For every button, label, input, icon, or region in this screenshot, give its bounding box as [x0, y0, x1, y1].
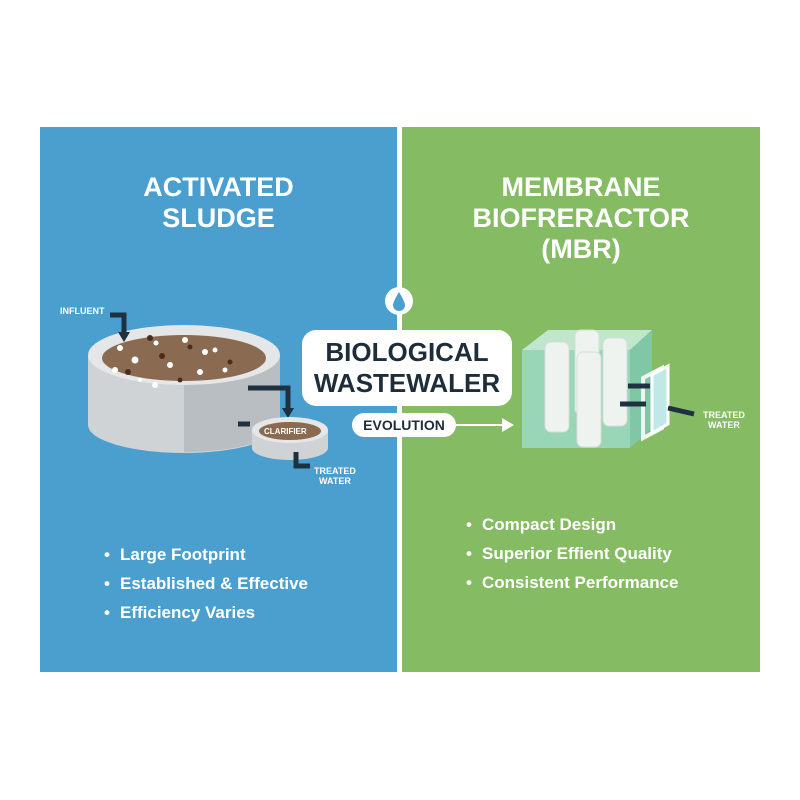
clarifier-label: CLARIFIER	[264, 427, 307, 436]
right-treated-water-label: TREATED WATER	[703, 410, 745, 430]
title-line: SLUDGE	[162, 203, 275, 233]
influent-label: INFLUENT	[60, 306, 105, 316]
mbr-title: MEMBRANE BIOFRERACTOR (MBR)	[402, 172, 760, 265]
center-title-line: WASTEWALER	[313, 368, 501, 398]
title-line: (MBR)	[541, 234, 621, 264]
title-line: BIOFRERACTOR	[472, 203, 690, 233]
bullet-item: Established & Effective	[104, 569, 308, 598]
activated-sludge-bullets: Large Footprint Established & Effective …	[104, 540, 308, 627]
bullet-item: Large Footprint	[104, 540, 308, 569]
bullet-item: Superior Effient Quality	[466, 539, 679, 568]
arrowhead-icon	[502, 418, 514, 432]
left-treated-water-label: TREATED WATER	[314, 466, 356, 486]
label-line: TREATED	[703, 410, 745, 420]
mbr-bullets: Compact Design Superior Effient Quality …	[466, 510, 679, 597]
label-line: TREATED	[314, 466, 356, 476]
evolution-arrow-icon	[456, 424, 506, 426]
label-line: WATER	[319, 476, 351, 486]
center-title-line: BIOLOGICAL	[325, 337, 489, 367]
bullet-item: Compact Design	[466, 510, 679, 539]
evolution-badge: EVOLUTION	[352, 413, 456, 437]
title-line: ACTIVATED	[143, 172, 294, 202]
bullet-item: Consistent Performance	[466, 568, 679, 597]
center-title-box: BIOLOGICAL WASTEWALER	[302, 330, 512, 406]
bullet-item: Efficiency Varies	[104, 598, 308, 627]
title-line: MEMBRANE	[501, 172, 661, 202]
label-line: WATER	[708, 420, 740, 430]
activated-sludge-title: ACTIVATED SLUDGE	[40, 172, 397, 234]
